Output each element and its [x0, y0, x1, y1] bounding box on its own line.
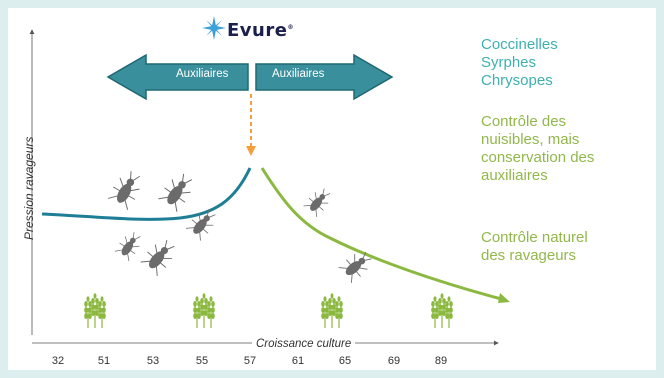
orange-arrowhead: [246, 146, 256, 156]
arrow-right-shape: [255, 53, 394, 101]
x-tick: 89: [434, 355, 448, 367]
green-curve: [260, 167, 506, 302]
arrow-right-label: Auxiliaires: [272, 68, 325, 80]
x-tick: 65: [338, 355, 352, 367]
legend-control-pests: Contrôle des nuisibles, mais conservatio…: [481, 113, 641, 185]
x-axis-label: Croissance culture: [252, 338, 356, 350]
wheat-icon: [193, 293, 215, 328]
bug-icon: [108, 171, 140, 210]
arrow-left-shape: [106, 53, 249, 101]
wheat-icon: [84, 293, 106, 328]
wheat-icon: [431, 293, 453, 328]
green-arrowhead: [498, 293, 510, 303]
x-tick: 69: [387, 355, 401, 367]
legend-line: Coccinelles: [481, 36, 558, 53]
legend-line: conservation des: [481, 149, 595, 166]
logo-text: Evure®: [227, 20, 294, 41]
legend-line: Contrôle des: [481, 113, 567, 130]
x-tick: 61: [291, 355, 305, 367]
bug-icon: [185, 209, 216, 241]
wheat-icon: [321, 293, 343, 328]
legend-line: des ravageurs: [481, 247, 577, 264]
bug-icon: [303, 188, 331, 217]
x-tick: 57: [243, 355, 257, 367]
legend-line: Syrphes: [481, 54, 537, 71]
logo-star-icon: [202, 16, 226, 40]
legend-line: nuisibles, mais: [481, 131, 580, 148]
x-tick: 32: [51, 355, 65, 367]
legend-line: Contrôle naturel: [481, 229, 588, 246]
x-tick: 51: [97, 355, 111, 367]
legend-natural-control: Contrôle naturel des ravageurs: [481, 229, 641, 265]
teal-curve: [41, 167, 252, 221]
bug-icon: [338, 251, 372, 283]
arrow-left-label: Auxiliaires: [176, 68, 229, 80]
legend-line: Chrysopes: [481, 72, 553, 89]
x-tick: 53: [146, 355, 160, 367]
y-axis-label: Pression ravageurs: [22, 136, 36, 240]
legend-auxiliaries: Coccinelles Syrphes Chrysopes: [481, 36, 558, 90]
bug-icon: [140, 240, 175, 276]
bug-icon: [114, 232, 141, 262]
x-tick: 55: [195, 355, 209, 367]
legend-line: auxiliaires: [481, 167, 548, 184]
bug-icon: [158, 173, 193, 212]
